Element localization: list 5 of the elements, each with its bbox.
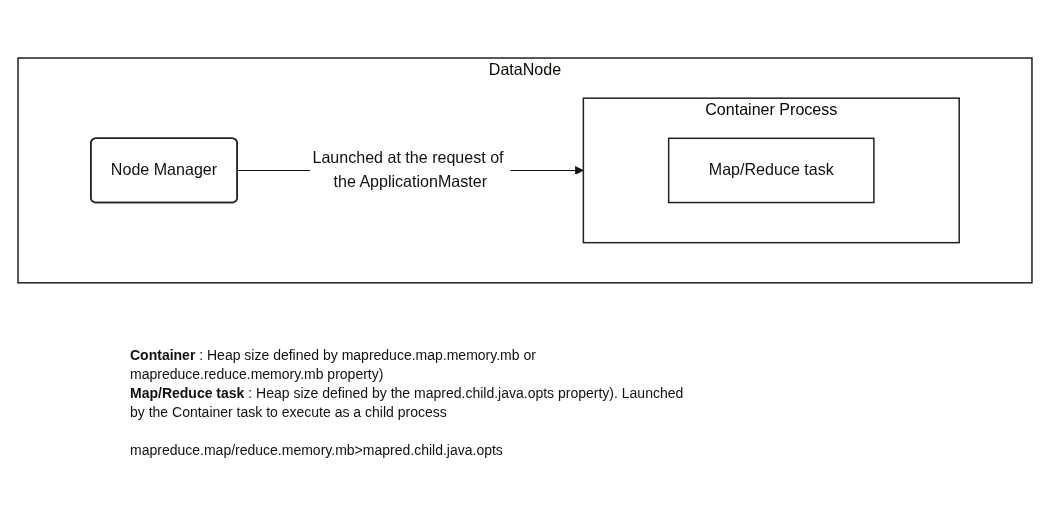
note-text: Container : Heap size defined by mapreduce.map.memory.mb or mapreduce.reduce.memory.mb property) — [130, 346, 537, 384]
note-text: mapreduce.map/reduce.memory.mb>mapred.child.java.opts — [130, 441, 504, 460]
node-box: Map/Reduce task — [667, 137, 875, 203]
edge-label: Launched at the request of the ApplicationMaster — [312, 148, 504, 191]
note-text: Map/Reduce task : Heap size defined by the mapred.child.java.opts property). Launched by the Container task to execute as a child process — [130, 384, 685, 422]
